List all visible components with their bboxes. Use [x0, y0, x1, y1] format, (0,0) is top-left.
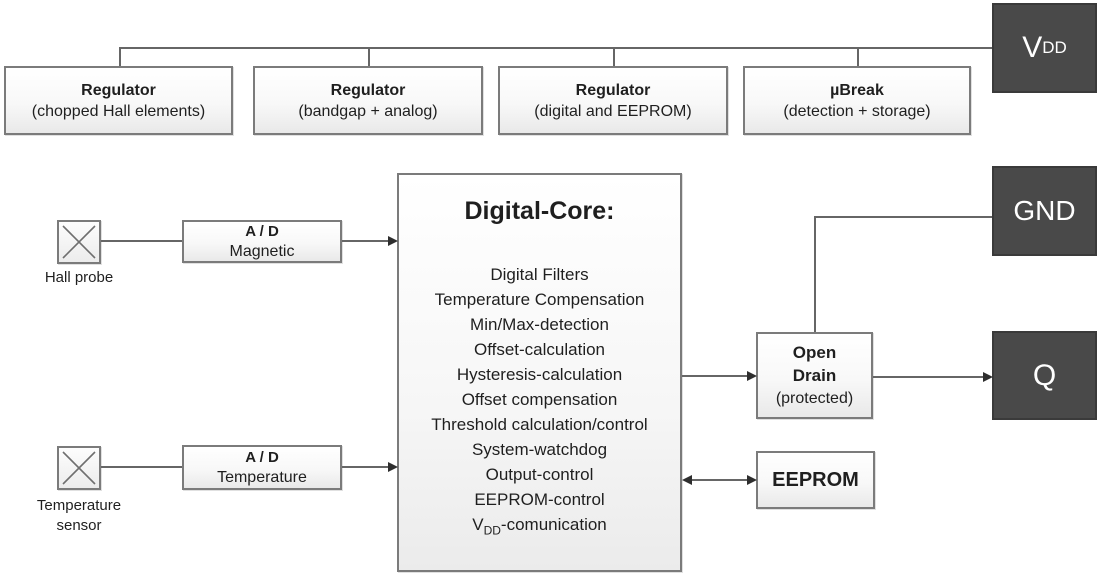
core-function: Temperature Compensation: [434, 290, 645, 309]
adc-temperature-box: A / D Temperature: [182, 445, 342, 490]
core-function: EEPROM-control: [474, 490, 605, 509]
vdd-bus-drop-2: [368, 47, 370, 66]
core-function: Digital Filters: [490, 265, 589, 284]
vdd-bus-drop-4: [857, 47, 859, 66]
arrowhead-eeprom-to-core: [682, 475, 692, 485]
hall-probe-icon: [57, 220, 101, 264]
adc-magnetic-box: A / D Magnetic: [182, 220, 342, 263]
arrowhead-core-to-eeprom: [747, 475, 757, 485]
arrowhead-adc-temperature-to-core: [388, 462, 398, 472]
connector-hall-to-adc: [101, 240, 182, 242]
regulator-hall-title: Regulator: [81, 81, 156, 99]
connector-open-drain-to-gnd-vertical: [814, 216, 816, 332]
x-cross-icon: [62, 451, 96, 485]
core-function: Hysteresis-calculation: [456, 365, 623, 384]
eeprom-box: EEPROM: [756, 451, 875, 509]
connector-core-to-eeprom: [691, 479, 748, 481]
gnd-label: GND: [1013, 195, 1076, 226]
vdd-bus-line: [119, 47, 992, 49]
regulator-digital-box: Regulator (digital and EEPROM): [498, 66, 728, 135]
regulator-bandgap-title: Regulator: [330, 81, 406, 99]
open-drain-title-line1: Open: [792, 343, 837, 362]
ubreak-title: µBreak: [830, 81, 884, 99]
connector-temp-to-adc: [101, 466, 182, 468]
connector-adc-magnetic-to-core: [342, 240, 389, 242]
core-function: Threshold calculation/control: [431, 415, 648, 434]
ubreak-box: µBreak (detection + storage): [743, 66, 971, 135]
core-function: Min/Max-detection: [470, 315, 609, 334]
vdd-bus-drop-1: [119, 47, 121, 66]
hall-probe-label: Hall probe: [44, 269, 114, 286]
open-drain-title-line2: Drain: [792, 366, 837, 385]
temperature-sensor-label-line1: Temperature: [36, 497, 122, 514]
temperature-sensor-label: Temperature sensor: [9, 496, 149, 536]
core-function: System-watchdog: [471, 440, 608, 459]
vdd-function-pre: V: [472, 515, 484, 534]
adc-magnetic-title: A / D: [245, 222, 279, 240]
vdd-bus-drop-3: [613, 47, 615, 66]
regulator-hall-box: Regulator (chopped Hall elements): [4, 66, 233, 135]
arrowhead-open-drain-to-q: [983, 372, 993, 382]
arrowhead-adc-magnetic-to-core: [388, 236, 398, 246]
q-output-terminal: Q: [992, 331, 1097, 420]
adc-temperature-subtitle: Temperature: [217, 468, 307, 486]
connector-open-drain-to-q: [873, 376, 984, 378]
vdd-function-sub: DD: [483, 523, 501, 538]
gnd-terminal: GND: [992, 166, 1097, 256]
open-drain-subtitle: (protected): [775, 390, 854, 407]
regulator-bandgap-subtitle: (bandgap + analog): [298, 102, 438, 120]
vdd-function-post: -comunication: [500, 515, 607, 534]
temperature-sensor-label-line2: sensor: [56, 517, 102, 534]
regulator-digital-title: Regulator: [575, 81, 651, 99]
core-function: Offset compensation: [461, 390, 618, 409]
connector-core-to-open-drain: [682, 375, 748, 377]
connector-adc-temperature-to-core: [342, 466, 389, 468]
regulator-bandgap-box: Regulator (bandgap + analog): [253, 66, 483, 135]
eeprom-label: EEPROM: [772, 468, 859, 491]
x-cross-icon: [62, 225, 96, 259]
adc-temperature-title: A / D: [245, 448, 279, 466]
regulator-digital-subtitle: (digital and EEPROM): [534, 102, 692, 120]
regulator-hall-subtitle: (chopped Hall elements): [31, 102, 206, 120]
connector-open-drain-to-gnd-horizontal: [814, 216, 992, 218]
digital-core-title: Digital-Core:: [464, 197, 615, 225]
arrowhead-core-to-open-drain: [747, 371, 757, 381]
adc-magnetic-subtitle: Magnetic: [229, 242, 295, 260]
core-function: Output-control: [485, 465, 594, 484]
ubreak-subtitle: (detection + storage): [783, 102, 931, 120]
open-drain-box: Open Drain (protected): [756, 332, 873, 419]
vdd-label: V: [1022, 31, 1043, 64]
core-function-vdd-comunication: VDD-comunication: [399, 512, 680, 543]
q-label: Q: [1032, 358, 1057, 392]
core-function: Offset-calculation: [473, 340, 606, 359]
temperature-sensor-icon: [57, 446, 101, 490]
vdd-label-subscript: DD: [1042, 38, 1067, 57]
